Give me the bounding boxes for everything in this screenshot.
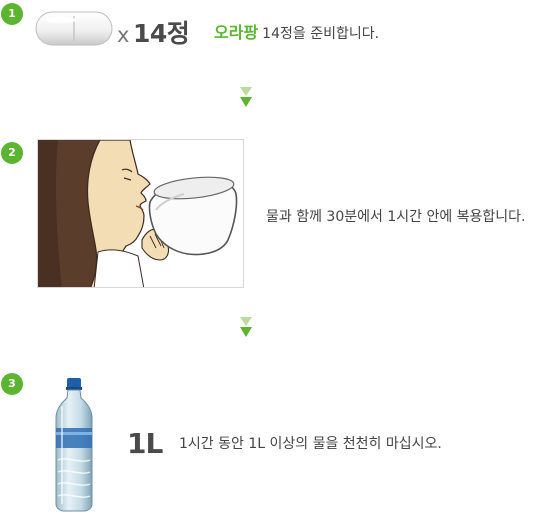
drinking-illustration xyxy=(37,139,244,288)
brand-name: 오라팡 xyxy=(214,23,259,42)
step-number-badge: 1 xyxy=(1,3,23,25)
step-2-description: 물과 함께 30분에서 1시간 안에 복용합니다. xyxy=(266,209,526,225)
step-number-badge: 3 xyxy=(1,373,23,395)
quantity-prefix: x xyxy=(117,23,129,47)
step-number-badge: 2 xyxy=(1,142,23,164)
arrow-down-icon xyxy=(240,87,252,107)
pill-icon xyxy=(35,11,113,46)
quantity-value: 14정 xyxy=(132,19,190,48)
arrow-down-icon xyxy=(240,317,252,337)
person-drinking-image xyxy=(38,140,243,287)
water-bottle-icon xyxy=(55,378,93,512)
volume-label: 1L xyxy=(127,427,163,460)
step-3-description: 1시간 동안 1L 이상의 물을 천천히 마십시오. xyxy=(179,436,442,452)
step-1-text: 14정을 준비합니다. xyxy=(262,26,380,42)
